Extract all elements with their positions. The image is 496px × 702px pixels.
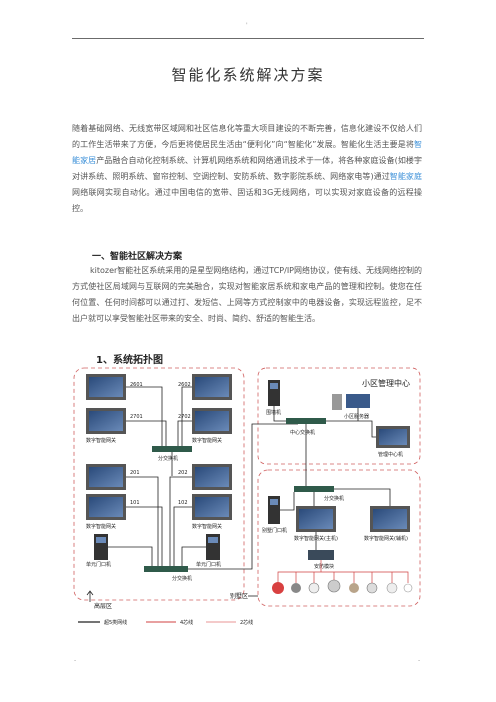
- high-rise-arrow: [86, 590, 94, 602]
- sensor-5: [366, 582, 378, 594]
- gateway-panel-2601: [86, 374, 126, 400]
- sensor-3: [327, 579, 341, 593]
- page-title: 智能化系统解决方案: [171, 66, 325, 84]
- gateway-panel-2602: [192, 374, 232, 400]
- room-2701: 2701: [130, 414, 143, 420]
- intro-text-1: 随着基础网络、无线宽带区域网和社区信息化等重大项目建设的不断完善，信息化建设不仅…: [72, 124, 422, 149]
- villa-switch: [294, 486, 334, 492]
- unit-door-station-left: [94, 534, 108, 560]
- branch-switch-top-label: 分交换机: [158, 455, 178, 462]
- room-2702: 2702: [178, 414, 191, 420]
- section-heading: 一、智能社区解决方案: [92, 252, 183, 262]
- gateway-panel-2701: [86, 408, 126, 434]
- footer-mark-right: -: [418, 657, 421, 664]
- sensor-2: [308, 582, 320, 594]
- aux-gateway-panel: [370, 506, 410, 532]
- room-101: 101: [130, 500, 140, 506]
- branch-switch-bottom: [144, 566, 188, 572]
- gateway-label-bottom-right: 数字智能网关: [192, 523, 222, 530]
- center-switch-label: 中心交换机: [290, 429, 315, 436]
- villa-door-station: [268, 496, 280, 524]
- legend-cat5: 超5类网线: [104, 619, 127, 626]
- footer-mark-left: -: [74, 657, 77, 664]
- sensor-6: [386, 582, 398, 594]
- management-console: [376, 426, 410, 448]
- gateway-panel-101: [86, 494, 126, 520]
- main-gateway-panel: [296, 506, 336, 532]
- gateway-panel-2702: [192, 408, 232, 434]
- sensor-0: [272, 582, 284, 594]
- gateway-label-top-left: 数字智能网关: [86, 437, 116, 444]
- header-rule: [72, 38, 424, 39]
- room-102: 102: [178, 500, 188, 506]
- security-module: [308, 550, 334, 560]
- unit-door-station-right: [206, 534, 220, 560]
- unit-door-right-label: 单元门口机: [196, 561, 221, 568]
- gateway-label-bottom-left: 数字智能网关: [86, 523, 116, 530]
- intro-highlight-1[interactable]: 智能家居: [72, 140, 422, 165]
- villa-zone-border: [257, 469, 421, 607]
- header-mark: ': [246, 22, 248, 29]
- sensor-1: [291, 583, 301, 593]
- sensor-row: [272, 579, 413, 594]
- gateway-panel-201: [86, 464, 126, 490]
- room-2601: 2601: [130, 382, 143, 388]
- intro-highlight-2[interactable]: 智能家庭: [389, 172, 422, 181]
- room-202: 202: [178, 470, 188, 476]
- legend-2-core: 2芯线: [240, 619, 253, 626]
- branch-switch-top: [152, 446, 192, 452]
- gateway-panel-102: [192, 494, 232, 520]
- unit-door-left-label: 单元门口机: [86, 561, 111, 568]
- high-rise-label: 高层区: [94, 602, 112, 610]
- fence-station: [268, 380, 280, 406]
- community-server: [332, 394, 370, 410]
- room-2602: 2602: [178, 382, 191, 388]
- diagram-legend: 超5类网线 4芯线 2芯线: [78, 619, 253, 626]
- gateway-label-top-right: 数字智能网关: [192, 437, 222, 444]
- section-body: kitozer智能社区系统采用的是星型网络结构，通过TCP/IP网络协议，使有线…: [72, 266, 423, 323]
- villa-door-station-label: 别墅门口机: [262, 527, 287, 534]
- gateway-panel-202: [192, 464, 232, 490]
- management-center-label: 小区管理中心: [362, 378, 410, 388]
- villa-switch-label: 分交换机: [324, 495, 344, 502]
- security-module-label: 安防模块: [314, 563, 334, 570]
- intro-text-3: 网络联网实现自动化。通过中国电信的宽带、固话和3G无线网络，可以实现对家庭设备的…: [72, 188, 422, 213]
- fence-station-label: 围墙机: [266, 409, 281, 416]
- branch-switch-bottom-label: 分交换机: [172, 575, 192, 582]
- intro-paragraph: 随着基础网络、无线宽带区域网和社区信息化等重大项目建设的不断完善，信息化建设不仅…: [72, 121, 422, 217]
- topology-diagram: 小区管理中心 2601 2602 2701 2702 201 202 101 1…: [73, 367, 421, 626]
- management-zone-border: [257, 367, 421, 465]
- center-switch: [286, 418, 326, 424]
- sensor-4: [349, 583, 359, 593]
- sensor-7: [403, 583, 413, 593]
- community-server-label: 小区服务器: [344, 413, 369, 420]
- topology-heading: 1、系统拓扑图: [96, 355, 163, 366]
- villa-zone-label: 别墅区: [230, 592, 248, 600]
- intro-text-2: 产品融合自动化控制系统、计算机网络系统和网络通讯技术于一体，将各种家庭设备(如楼…: [72, 156, 422, 181]
- room-201: 201: [130, 470, 140, 476]
- legend-4-core: 4芯线: [180, 619, 193, 626]
- management-console-label: 管理中心机: [378, 451, 403, 458]
- aux-gateway-label: 数字智能网关(辅机): [364, 535, 408, 542]
